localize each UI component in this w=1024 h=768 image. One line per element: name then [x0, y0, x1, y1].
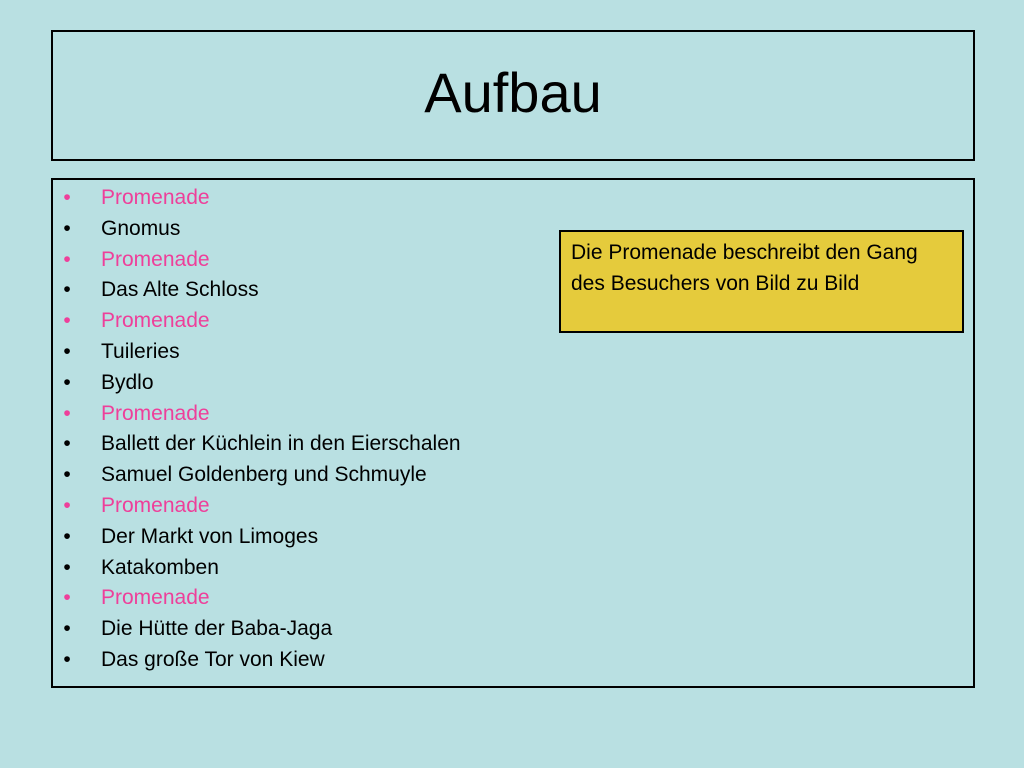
note-box: Die Promenade beschreibt den Gang des Be… [559, 230, 964, 333]
list-item: • Promenade [61, 399, 461, 430]
list-item: • Promenade [61, 491, 461, 522]
bullet-icon: • [63, 524, 71, 548]
list-item-label: Promenade [101, 309, 210, 333]
list-item-label: Promenade [101, 186, 210, 209]
bullet-list: • Promenade • Gnomus • Promenade • Das Alte Sch… [61, 183, 461, 676]
slide-title: Aufbau [424, 60, 602, 124]
list-item: • Katakomben [61, 553, 461, 584]
list-item: • Das Alte Schloss [61, 275, 461, 306]
list-item-label: Samuel Goldenberg und Schmuyle [101, 463, 427, 487]
list-item-label: Die Hütte der Baba-Jaga [101, 617, 333, 641]
list-item-label: Der Markt von Limoges [101, 524, 319, 548]
bullet-icon: • [63, 463, 71, 487]
bullet-icon: • [63, 370, 71, 394]
bullet-icon: • [63, 493, 71, 517]
list-item-label: Das Alte Schloss [101, 278, 259, 302]
bullet-icon: • [63, 216, 71, 240]
list-item-label: Tuileries [101, 339, 180, 363]
list-item-label: Ballett der Küchlein in den Eierschalen [101, 432, 461, 456]
bullet-icon: • [63, 617, 71, 641]
bullet-icon: • [63, 432, 71, 456]
list-item-label: Das große Tor von Kiew [101, 647, 325, 671]
list-item-label: Promenade [101, 493, 210, 517]
list-item: • Die Hütte der Baba-Jaga [61, 614, 461, 645]
list-item: • Bydlo [61, 368, 461, 399]
bullet-icon: • [63, 186, 71, 209]
bullet-icon: • [63, 555, 71, 579]
list-item: • Promenade [61, 306, 461, 337]
list-item: • Das große Tor von Kiew [61, 645, 461, 676]
bullet-icon: • [63, 247, 71, 271]
list-item: • Ballett der Küchlein in den Eierschalen [61, 429, 461, 460]
list-item: • Promenade [61, 583, 461, 614]
list-item: • Gnomus [61, 214, 461, 245]
bullet-icon: • [63, 278, 71, 302]
list-item-label: Gnomus [101, 216, 181, 240]
list-item-label: Katakomben [101, 555, 219, 579]
list-item: • Promenade [61, 245, 461, 276]
bullet-icon: • [63, 339, 71, 363]
note-text: Die Promenade beschreibt den Gang des Be… [571, 241, 918, 295]
list-item: • Samuel Goldenberg und Schmuyle [61, 460, 461, 491]
list-item: • Tuileries [61, 337, 461, 368]
list-item-label: Promenade [101, 586, 210, 610]
list-item-label: Promenade [101, 401, 210, 425]
bullet-icon: • [63, 309, 71, 333]
bullet-icon: • [63, 586, 71, 610]
list-item-label: Bydlo [101, 370, 154, 394]
list-item-label: Promenade [101, 247, 210, 271]
title-box: Aufbau [51, 30, 975, 161]
content-box: • Promenade • Gnomus • Promenade • Das Alte Sch… [51, 178, 975, 688]
bullet-icon: • [63, 647, 71, 671]
list-item: • Der Markt von Limoges [61, 522, 461, 553]
bullet-icon: • [63, 401, 71, 425]
list-item: • Promenade [61, 183, 461, 214]
